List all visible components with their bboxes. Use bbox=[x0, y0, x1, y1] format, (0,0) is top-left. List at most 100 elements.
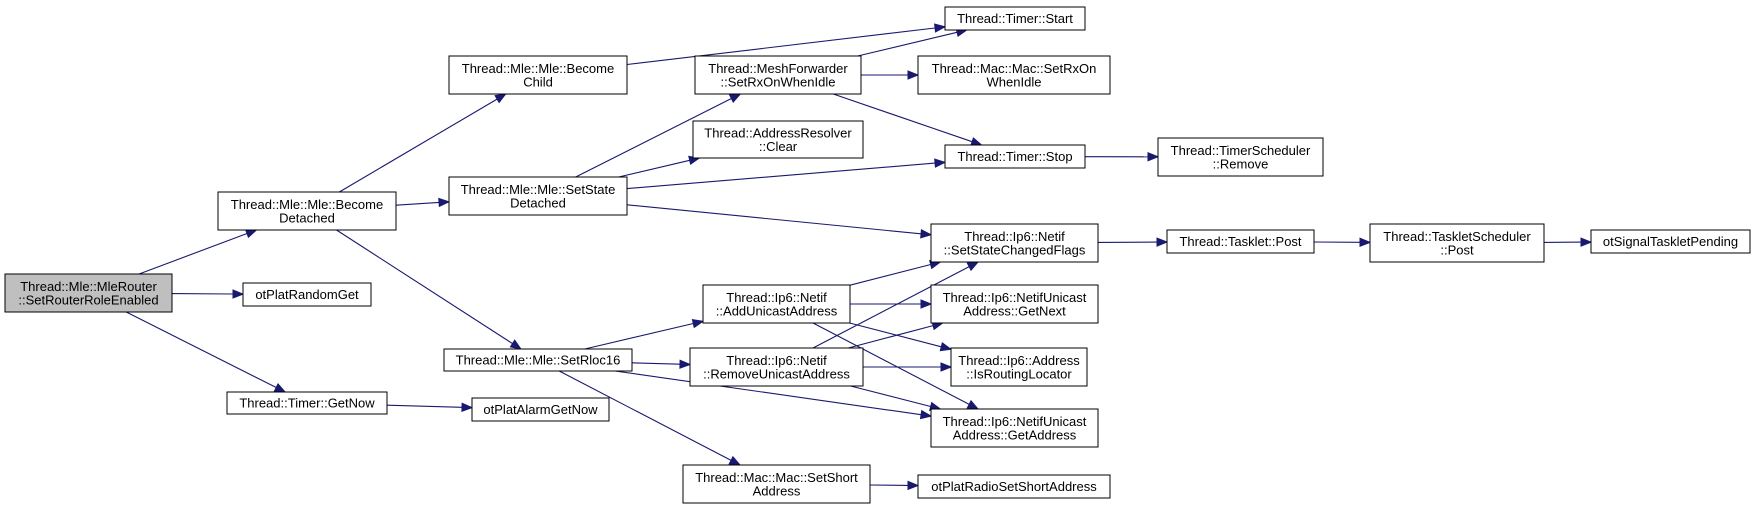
arrowhead-mesh_setrx-to-timer_stop bbox=[970, 137, 983, 147]
node-label-line: Thread::Mle::Mle::SetState bbox=[461, 182, 616, 197]
edge-become_detached-to-set_state_detached bbox=[395, 201, 440, 206]
edge-become_detached-to-become_child bbox=[339, 98, 498, 193]
node-mac-setrx[interactable]: Thread::Mac::Mac::SetRxOnWhenIdle bbox=[917, 55, 1111, 95]
node-box bbox=[471, 397, 610, 422]
node-layer: Thread::Mle::MleRouter::SetRouterRoleEna… bbox=[4, 6, 1751, 504]
node-set-rloc16[interactable]: Thread::Mle::Mle::SetRloc16 bbox=[443, 348, 633, 372]
node-box bbox=[242, 282, 372, 307]
node-radio-setshort[interactable]: otPlatRadioSetShortAddress bbox=[917, 474, 1111, 499]
arrowhead-become_detached-to-set_rloc16 bbox=[509, 339, 523, 350]
node-label-line: WhenIdle bbox=[987, 74, 1042, 89]
node-random-get[interactable]: otPlatRandomGet bbox=[242, 282, 372, 307]
arrowhead-set_rloc16-to-getaddress bbox=[919, 409, 933, 420]
node-label-line: ::Clear bbox=[759, 139, 798, 154]
edge-add_unicast-to-getaddress bbox=[812, 322, 970, 405]
edge-set_rloc16-to-getaddress bbox=[615, 370, 922, 416]
node-label-line: otPlatAlarmGetNow bbox=[483, 402, 598, 417]
node-box bbox=[226, 391, 388, 415]
arrowhead-timer_stop-to-timer_sched_remove bbox=[1147, 152, 1160, 162]
node-box bbox=[682, 464, 871, 504]
node-label-line: Thread::MeshForwarder bbox=[708, 61, 848, 76]
edge-become_detached-to-set_rloc16 bbox=[336, 229, 513, 345]
edge-mesh_setrx-to-timer_start bbox=[857, 31, 958, 57]
arrowhead-become_detached-to-set_state_detached bbox=[438, 197, 451, 208]
node-timer-stop[interactable]: Thread::Timer::Stop bbox=[944, 144, 1086, 169]
arrowhead-timer_getnow-to-alarm_getnow bbox=[461, 402, 474, 413]
node-label-line: Thread::Mac::Mac::SetShort bbox=[695, 470, 858, 485]
node-box bbox=[702, 284, 851, 324]
node-set-state-flags[interactable]: Thread::Ip6::Netif::SetStateChangedFlags bbox=[930, 223, 1099, 263]
arrowhead-root-to-become_detached bbox=[244, 229, 258, 239]
edge-add_unicast-to-set_state_flags bbox=[849, 263, 931, 286]
node-label-line: Thread::Timer::GetNow bbox=[239, 396, 375, 411]
edge-add_unicast-to-is_routing_locator bbox=[849, 322, 942, 348]
arrowhead-set_state_detached-to-set_state_flags bbox=[920, 229, 933, 239]
node-alarm-getnow[interactable]: otPlatAlarmGetNow bbox=[471, 397, 610, 422]
node-label-line: ::RemoveUnicastAddress bbox=[703, 366, 850, 381]
node-box bbox=[692, 120, 864, 159]
arrowhead-set_rloc16-to-mac_setshort bbox=[728, 455, 742, 466]
edge-remove_unicast-to-getaddress bbox=[850, 385, 931, 408]
node-box bbox=[1369, 223, 1545, 263]
node-signal-tasklet[interactable]: otSignalTaskletPending bbox=[1590, 229, 1751, 254]
edge-set_state_detached-to-addr_resolver_clear bbox=[618, 159, 690, 178]
arrowhead-set_state_detached-to-timer_stop bbox=[934, 158, 947, 168]
node-root[interactable]: Thread::Mle::MleRouter::SetRouterRoleEna… bbox=[4, 273, 173, 313]
node-add-unicast[interactable]: Thread::Ip6::Netif::AddUnicastAddress bbox=[702, 284, 851, 324]
node-label-line: ::Post bbox=[1440, 242, 1474, 257]
node-box bbox=[1157, 137, 1324, 177]
node-label-line: Address::GetAddress bbox=[953, 427, 1077, 442]
arrowhead-add_unicast-to-getnext bbox=[920, 299, 933, 309]
node-box bbox=[917, 55, 1111, 95]
node-tasklet-post[interactable]: Thread::Tasklet::Post bbox=[1166, 229, 1315, 254]
node-box bbox=[1590, 229, 1751, 254]
node-box bbox=[448, 55, 628, 95]
node-mac-setshort[interactable]: Thread::Mac::Mac::SetShortAddress bbox=[682, 464, 871, 504]
node-timer-start[interactable]: Thread::Timer::Start bbox=[944, 6, 1086, 31]
node-mesh-setrx[interactable]: Thread::MeshForwarder::SetRxOnWhenIdle bbox=[694, 55, 862, 95]
edge-layer bbox=[125, 23, 1593, 491]
arrowhead-become_child-to-timer_start bbox=[934, 23, 947, 33]
arrowhead-mesh_setrx-to-mac_setrx bbox=[907, 70, 920, 80]
arrowhead-set_rloc16-to-add_unicast bbox=[691, 318, 705, 329]
node-box bbox=[917, 474, 1111, 499]
node-label-line: Thread::Tasklet::Post bbox=[1179, 234, 1301, 249]
node-is-routing-locator[interactable]: Thread::Ip6::Address::IsRoutingLocator bbox=[950, 347, 1088, 387]
node-addr-resolver-clear[interactable]: Thread::AddressResolver::Clear bbox=[692, 120, 864, 159]
node-label-line: Thread::Ip6::NetifUnicast bbox=[943, 414, 1087, 429]
arrowhead-become_detached-to-become_child bbox=[494, 93, 507, 104]
arrowhead-set_rloc16-to-remove_unicast bbox=[679, 359, 692, 369]
node-label-line: ::IsRoutingLocator bbox=[966, 366, 1072, 381]
node-timer-getnow[interactable]: Thread::Timer::GetNow bbox=[226, 391, 388, 415]
arrowhead-root-to-timer_getnow bbox=[273, 383, 287, 393]
edge-timer_getnow-to-alarm_getnow bbox=[386, 404, 463, 408]
edge-root-to-become_detached bbox=[138, 232, 248, 275]
node-getaddress[interactable]: Thread::Ip6::NetifUnicastAddress::GetAdd… bbox=[930, 408, 1099, 448]
edge-become_child-to-timer_start bbox=[626, 27, 936, 66]
node-box bbox=[448, 176, 628, 216]
edge-mesh_setrx-to-timer_stop bbox=[833, 93, 973, 143]
node-label-line: ::SetRouterRoleEnabled bbox=[18, 292, 158, 307]
node-label-line: Address bbox=[753, 483, 801, 498]
node-box bbox=[694, 55, 862, 95]
node-box bbox=[944, 144, 1086, 169]
edge-remove_unicast-to-set_state_flags bbox=[812, 266, 970, 349]
node-tasklet-sched-post[interactable]: Thread::TaskletScheduler::Post bbox=[1369, 223, 1545, 263]
node-remove-unicast[interactable]: Thread::Ip6::Netif::RemoveUnicastAddress bbox=[689, 347, 864, 387]
arrowhead-mac_setshort-to-radio_setshort bbox=[907, 480, 920, 491]
arrowhead-remove_unicast-to-is_routing_locator bbox=[940, 362, 953, 372]
edge-set_rloc16-to-mac_setshort bbox=[558, 370, 732, 461]
node-timer-sched-remove[interactable]: Thread::TimerScheduler::Remove bbox=[1157, 137, 1324, 177]
arrowhead-add_unicast-to-is_routing_locator bbox=[939, 342, 953, 352]
node-getnext[interactable]: Thread::Ip6::NetifUnicastAddress::GetNex… bbox=[930, 284, 1099, 324]
arrowhead-add_unicast-to-getaddress bbox=[966, 399, 980, 410]
node-box bbox=[930, 223, 1099, 263]
node-label-line: Detached bbox=[279, 210, 335, 225]
node-label-line: ::SetRxOnWhenIdle bbox=[721, 74, 836, 89]
node-label-line: Address::GetNext bbox=[963, 303, 1066, 318]
node-box bbox=[217, 191, 397, 231]
